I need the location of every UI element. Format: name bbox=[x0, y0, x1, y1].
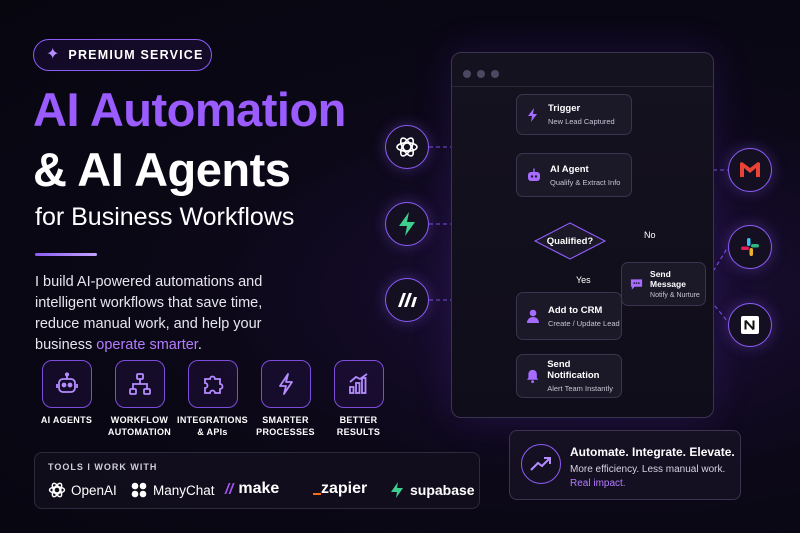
node-subtitle: Qualify & Extract Info bbox=[550, 177, 621, 187]
window-dot bbox=[463, 70, 471, 78]
no-label: No bbox=[644, 230, 656, 240]
tools-panel: TOOLS I WORK WITH OpenAI ManyChat // mak… bbox=[34, 452, 480, 509]
tool-label: make bbox=[238, 480, 280, 497]
sparkle-icon: ✦ bbox=[46, 46, 60, 63]
zapier-icon bbox=[313, 492, 321, 496]
callout-title: Automate. Integrate. Elevate. bbox=[570, 445, 735, 459]
node-decision[interactable]: Qualified? bbox=[534, 222, 606, 260]
node-title: Send Notification bbox=[547, 359, 600, 381]
notion-icon[interactable] bbox=[728, 303, 772, 347]
tool-label: ManyChat bbox=[153, 482, 215, 498]
tool-openai: OpenAI bbox=[48, 481, 117, 499]
decision-label: Qualified? bbox=[546, 235, 594, 247]
bell-icon bbox=[526, 369, 539, 384]
badge-label: PREMIUM SERVICE bbox=[68, 48, 204, 62]
node-title: AI Agent bbox=[550, 163, 589, 175]
robot-icon bbox=[528, 168, 540, 181]
feature-label: AI AGENTS bbox=[40, 415, 93, 425]
user-icon bbox=[527, 309, 539, 323]
callout-line-3: Real impact. bbox=[570, 478, 626, 489]
trending-up-icon bbox=[521, 444, 561, 484]
tool-label: OpenAI bbox=[71, 482, 117, 498]
feature-label: INTEGRATIONS& APIs bbox=[177, 415, 248, 437]
make-icon: // bbox=[225, 480, 234, 498]
description-text: I build AI-powered automations and intel… bbox=[35, 274, 263, 353]
callout-line-2: More efficiency. Less manual work. bbox=[570, 464, 726, 475]
supabase-icon bbox=[389, 481, 405, 499]
node-title: Send Message bbox=[650, 269, 686, 289]
window-dot bbox=[491, 70, 499, 78]
tool-label: zapier bbox=[321, 480, 368, 497]
node-title: Trigger bbox=[548, 103, 581, 114]
node-subtitle: Notify & Nurture bbox=[650, 292, 700, 299]
window-titlebar bbox=[452, 53, 713, 87]
tool-manychat: ManyChat bbox=[130, 481, 215, 499]
node-add-to-crm[interactable]: Add to CRM Create / Update Lead bbox=[516, 292, 622, 340]
callout-card: Automate. Integrate. Elevate. More effic… bbox=[509, 430, 741, 500]
feature-ai-agents: AI AGENTS bbox=[30, 360, 103, 438]
node-subtitle: Alert Team Instantly bbox=[547, 384, 613, 393]
chat-icon bbox=[630, 279, 643, 290]
premium-service-badge: ✦ PREMIUM SERVICE bbox=[33, 39, 212, 71]
openai-icon[interactable] bbox=[385, 125, 429, 169]
bolt-icon bbox=[260, 360, 311, 408]
tool-label: supabase bbox=[410, 482, 475, 498]
tool-zapier: zapier bbox=[313, 480, 367, 498]
accent-divider bbox=[35, 253, 97, 256]
headline-line-3: for Business Workflows bbox=[35, 203, 295, 231]
zapier-icon[interactable] bbox=[385, 202, 429, 246]
bolt-icon bbox=[528, 107, 537, 122]
node-subtitle: Create / Update Lead bbox=[548, 318, 620, 328]
robot-icon bbox=[41, 360, 92, 408]
feature-integrations: INTEGRATIONS& APIs bbox=[176, 360, 249, 438]
tool-supabase: supabase bbox=[389, 481, 475, 499]
puzzle-icon bbox=[187, 360, 238, 408]
tool-make: // make bbox=[225, 480, 279, 498]
bar-chart-icon bbox=[333, 360, 384, 408]
hierarchy-icon bbox=[114, 360, 165, 408]
make-icon[interactable] bbox=[385, 278, 429, 322]
window-dot bbox=[477, 70, 485, 78]
headline-line-1: AI Automation bbox=[33, 83, 346, 136]
description: I build AI-powered automations and intel… bbox=[35, 272, 305, 356]
yes-label: Yes bbox=[576, 275, 591, 285]
openai-icon bbox=[48, 481, 66, 499]
slack-icon[interactable] bbox=[728, 225, 772, 269]
gmail-icon[interactable] bbox=[728, 148, 772, 192]
tools-title: TOOLS I WORK WITH bbox=[48, 462, 158, 472]
description-end: . bbox=[197, 337, 202, 353]
headline-line-2: & AI Agents bbox=[33, 143, 291, 196]
node-title: Add to CRM bbox=[548, 304, 603, 316]
manychat-icon bbox=[130, 481, 148, 499]
description-highlight: operate smarter bbox=[96, 337, 198, 353]
node-subtitle: New Lead Captured bbox=[548, 117, 615, 126]
